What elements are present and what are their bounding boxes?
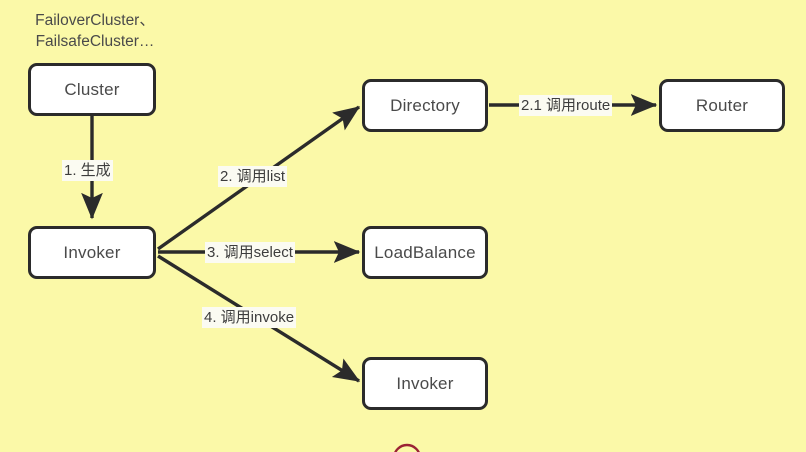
node-router[interactable]: Router [659, 79, 785, 132]
edge-label-generate: 1. 生成 [62, 160, 113, 181]
node-invoker-left[interactable]: Invoker [28, 226, 156, 279]
bottom-clipped-shape [394, 443, 420, 452]
node-router-label: Router [695, 95, 749, 115]
node-invoker-bottom[interactable]: Invoker [362, 357, 488, 410]
edge-label-list: 2. 调用list [218, 166, 288, 187]
node-invoker-bottom-label: Invoker [396, 373, 454, 393]
node-loadbalance-label: LoadBalance [374, 242, 476, 262]
node-directory-label: Directory [390, 95, 460, 115]
node-invoker-left-label: Invoker [63, 242, 121, 262]
node-directory[interactable]: Directory [362, 79, 488, 132]
edge-label-invoke: 4. 调用invoke [202, 307, 297, 328]
edge-label-select: 3. 调用select [205, 242, 295, 263]
node-loadbalance[interactable]: LoadBalance [362, 226, 488, 279]
node-cluster-label: Cluster [64, 79, 120, 99]
edge-label-route: 2.1 调用route [519, 95, 613, 116]
cluster-impl-note: FailoverCluster、 FailsafeCluster… [35, 12, 155, 50]
node-cluster[interactable]: Cluster [28, 63, 156, 116]
